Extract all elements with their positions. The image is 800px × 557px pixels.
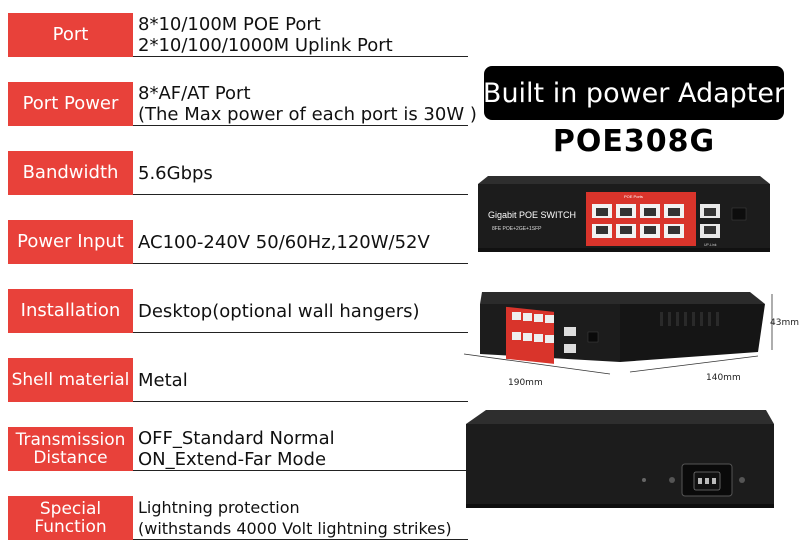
device-label: Gigabit POE SWITCH bbox=[488, 210, 576, 220]
divider bbox=[133, 470, 468, 471]
spec-value: OFF_Standard Normal ON_Extend-Far Mode bbox=[138, 427, 473, 471]
spec-label: Shell material bbox=[8, 358, 133, 402]
spec-value: 5.6Gbps bbox=[138, 151, 473, 195]
spec-value: 8*AF/AT Port (The Max power of each port… bbox=[138, 82, 477, 126]
spec-value-line: Desktop(optional wall hangers) bbox=[138, 300, 420, 322]
dimension-width-label: 190mm bbox=[508, 378, 543, 388]
spec-value-line: 8*10/100M POE Port bbox=[138, 14, 321, 35]
spec-value: Desktop(optional wall hangers) bbox=[138, 289, 473, 333]
spec-row-port: Port 8*10/100M POE Port 2*10/100/1000M U… bbox=[8, 13, 468, 57]
uplink-label: UP-Link bbox=[704, 243, 717, 247]
power-adapter-banner: Built in power Adapter bbox=[483, 66, 785, 120]
switch-rear-image bbox=[466, 410, 774, 508]
spec-label: Bandwidth bbox=[8, 151, 133, 195]
spec-label: Port bbox=[8, 13, 133, 57]
model-title: POE308G bbox=[552, 124, 716, 159]
spec-value: Metal bbox=[138, 358, 473, 402]
divider bbox=[133, 332, 468, 333]
spec-value: 8*10/100M POE Port 2*10/100/1000M Uplink… bbox=[138, 13, 473, 57]
switch-dimension-image bbox=[463, 292, 773, 375]
spec-row-power-input: Power Input AC100-240V 50/60Hz,120W/52V bbox=[8, 220, 468, 264]
divider bbox=[133, 125, 468, 126]
device-sub-label: 8FE POE+2GE+1SFP bbox=[492, 226, 542, 232]
spec-label: Installation bbox=[8, 289, 133, 333]
spec-value: AC100-240V 50/60Hz,120W/52V bbox=[138, 220, 473, 264]
spec-value-line: ON_Extend-Far Mode bbox=[138, 449, 327, 470]
spec-label: Special Function bbox=[8, 496, 133, 540]
dimension-height-label: 43mm bbox=[770, 318, 799, 328]
divider bbox=[133, 539, 468, 540]
ports-label: POE Ports bbox=[624, 194, 643, 199]
spec-label: Transmission Distance bbox=[8, 427, 133, 471]
spec-value-line: Metal bbox=[138, 369, 188, 391]
spec-row-special-function: Special Function Lightning protection (w… bbox=[8, 496, 468, 540]
dimension-depth-label: 140mm bbox=[706, 373, 741, 383]
divider bbox=[133, 56, 468, 57]
spec-label: Port Power bbox=[8, 82, 133, 126]
divider bbox=[133, 194, 468, 195]
spec-value-line: AC100-240V 50/60Hz,120W/52V bbox=[138, 231, 430, 253]
spec-label: Power Input bbox=[8, 220, 133, 264]
spec-row-transmission-distance: Transmission Distance OFF_Standard Norma… bbox=[8, 427, 468, 471]
switch-front-image: Gigabit POE SWITCH 8FE POE+2GE+1SFP POE … bbox=[478, 176, 770, 252]
spec-value-line: OFF_Standard Normal bbox=[138, 428, 335, 449]
divider bbox=[133, 401, 468, 402]
spec-value-line: Lightning protection bbox=[138, 498, 300, 517]
spec-value-line: (withstands 4000 Volt lightning strikes) bbox=[138, 519, 452, 538]
spec-row-port-power: Port Power 8*AF/AT Port (The Max power o… bbox=[8, 82, 477, 126]
spec-value-line: 8*AF/AT Port bbox=[138, 83, 251, 104]
spec-row-bandwidth: Bandwidth 5.6Gbps bbox=[8, 151, 468, 195]
spec-value-line: (The Max power of each port is 30W ) bbox=[138, 104, 477, 125]
divider bbox=[133, 263, 468, 264]
spec-value: Lightning protection (withstands 4000 Vo… bbox=[138, 496, 473, 540]
spec-value-line: 2*10/100/1000M Uplink Port bbox=[138, 35, 393, 56]
spec-row-installation: Installation Desktop(optional wall hange… bbox=[8, 289, 468, 333]
spec-value-line: 5.6Gbps bbox=[138, 162, 213, 184]
spec-row-shell-material: Shell material Metal bbox=[8, 358, 468, 402]
